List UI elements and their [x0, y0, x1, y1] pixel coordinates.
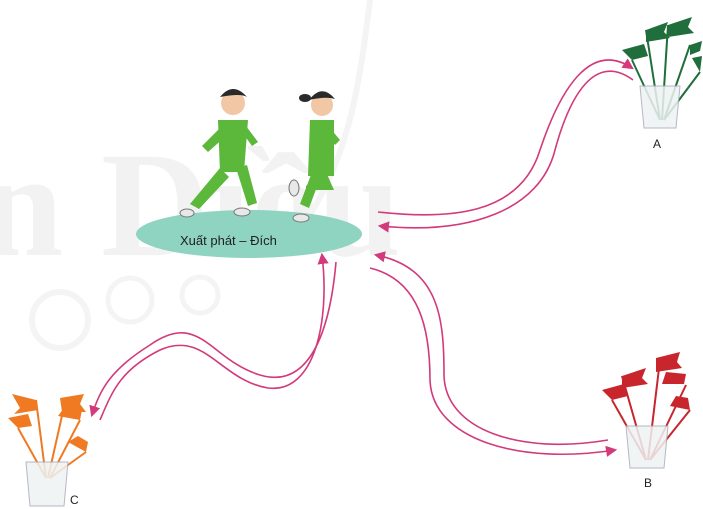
start-finish-label: Xuất phát – Đích	[180, 233, 277, 248]
route-arrow-b	[370, 255, 615, 454]
cup-b-label: B	[644, 476, 652, 490]
flag-cup-a	[622, 17, 702, 128]
flag-cup-b	[602, 352, 690, 468]
watermark: n Diều	[0, 0, 401, 348]
flag-cup-c	[8, 394, 88, 506]
route-arrow-a	[378, 60, 633, 228]
cup-a-label: A	[653, 137, 661, 151]
cup-c-label: C	[70, 493, 79, 507]
